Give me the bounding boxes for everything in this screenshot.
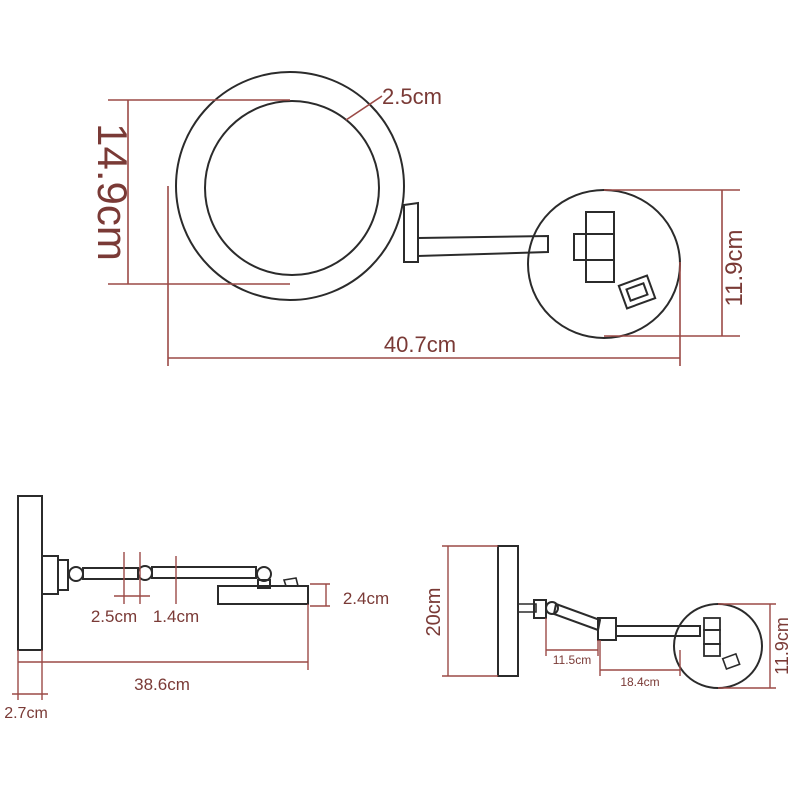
dim-front-height: [108, 99, 290, 285]
dim-side-arm: [114, 552, 150, 604]
dim-base-thickness: [310, 583, 330, 607]
side-joint-label: 1.4cm: [153, 607, 199, 626]
extended-view: 20cm 11.5cm 18.4cm 11.9cm: [423, 545, 792, 689]
arm-short-label: 11.5cm: [553, 653, 591, 667]
dim-arm-long: [599, 640, 681, 676]
ring-width-label: 2.5cm: [382, 84, 442, 109]
extended-base-block: [703, 617, 721, 657]
mirror-outer-ring: [175, 71, 405, 301]
side-joint-3: [256, 566, 272, 582]
side-view: 2.5cm 1.4cm 2.4cm 38.6cm 2.7cm: [4, 495, 389, 722]
side-joint-1: [68, 566, 84, 582]
total-length-label: 38.6cm: [134, 675, 190, 694]
extended-mirror-profile: [497, 545, 519, 677]
base-thickness-label: 2.4cm: [343, 589, 389, 608]
side-arm-2: [151, 566, 257, 579]
extended-bracket: [533, 599, 559, 619]
arm: [417, 234, 549, 258]
extended-connector: [517, 603, 537, 613]
extended-arm-2: [615, 625, 701, 637]
extended-arm-1: [552, 602, 602, 632]
side-arm-1: [82, 567, 139, 580]
mirror-thickness-label: 2.7cm: [4, 705, 48, 722]
dim-extended-base-height: [718, 603, 776, 689]
mirror-profile: [17, 495, 43, 651]
mirror-glass: [204, 100, 380, 276]
front-height-label: 14.9cm: [89, 123, 136, 261]
arm-long-label: 18.4cm: [620, 675, 659, 689]
front-view: 14.9cm 2.5cm 11.9cm 40.7cm: [89, 71, 748, 366]
base-height-label: 11.9cm: [721, 230, 748, 307]
extended-wall-base: [673, 603, 763, 689]
extended-switch-icon: [721, 652, 741, 671]
dim-base-height: [604, 189, 740, 337]
base-joint-block: [573, 211, 615, 283]
dim-extended-mirror-height: [442, 545, 498, 677]
dim-mirror-thickness: [12, 650, 48, 700]
dim-ring-width: [345, 95, 383, 121]
side-switch: [282, 577, 300, 587]
side-arm-label: 2.5cm: [91, 607, 137, 626]
dim-arm-short: [545, 618, 599, 656]
extended-mirror-height-label: 20cm: [423, 588, 445, 637]
extended-elbow: [597, 617, 617, 641]
hinge-bracket: [403, 201, 419, 263]
switch-icon: [617, 274, 657, 310]
dim-total-width: [167, 186, 681, 366]
total-width-label: 40.7cm: [384, 332, 456, 357]
extended-base-height-label: 11.9cm: [772, 617, 792, 675]
dim-total-length: [17, 604, 309, 700]
side-bracket: [41, 555, 69, 595]
